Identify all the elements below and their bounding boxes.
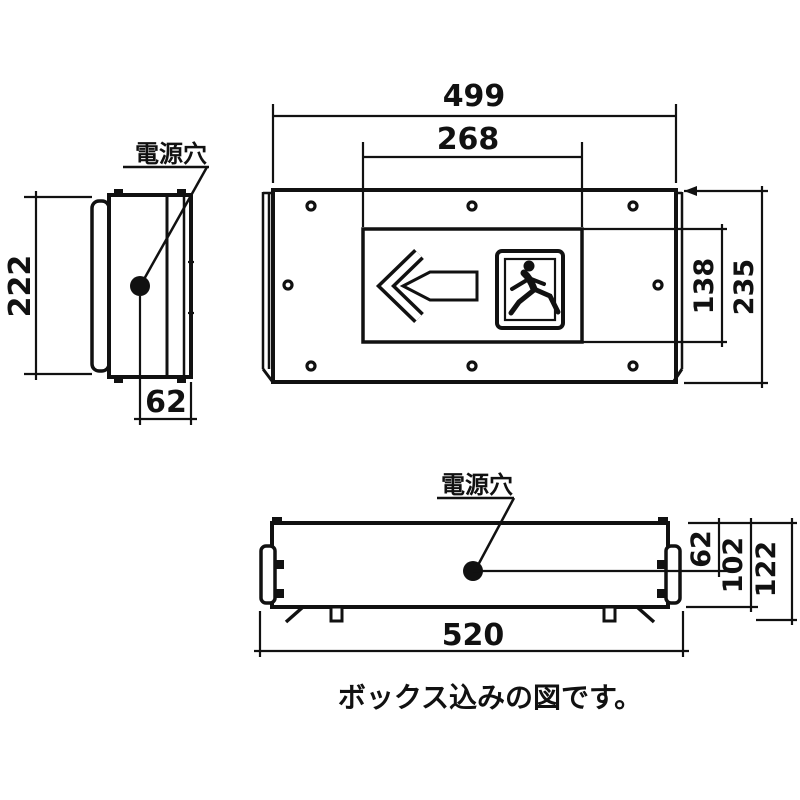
bracket-clip: [657, 589, 665, 598]
bracket-clip: [657, 560, 665, 569]
power-hole-label-side: 電源穴: [135, 140, 207, 168]
dim-268-label: 268: [437, 122, 500, 157]
screw-hole: [627, 360, 639, 372]
mount-tab: [272, 517, 282, 523]
dim-235-label: 235: [729, 259, 760, 315]
dim-62-side-label: 62: [145, 385, 187, 420]
mount-tab: [658, 517, 668, 523]
bracket-clip: [276, 560, 284, 569]
screw-hole: [282, 279, 294, 291]
arrowhead: [684, 186, 697, 196]
mounting-flange-right: [672, 191, 684, 382]
mount-tab: [177, 189, 186, 196]
screw-hole: [466, 360, 478, 372]
mount-tab: [114, 376, 123, 383]
foot-tab: [602, 605, 617, 623]
side-view: 電源穴 222 62: [3, 140, 209, 425]
mount-tab: [114, 189, 123, 196]
caption: ボックス込みの図です。: [338, 681, 642, 714]
dim-520-label: 520: [442, 618, 505, 653]
power-hole-dot-side: [130, 276, 150, 296]
screw-hole: [305, 360, 317, 372]
dim-122-label: 122: [751, 541, 782, 597]
dim-222-label: 222: [3, 255, 38, 318]
bracket-clip: [276, 589, 284, 598]
foot-tab: [329, 605, 344, 623]
foot-brace: [635, 605, 656, 624]
direction-arrow-icon: [375, 248, 479, 324]
screw-hole: [627, 200, 639, 212]
front-view: 499 268 138 235: [261, 79, 768, 388]
dim-499-label: 499: [443, 79, 506, 114]
mounting-bracket-right: [664, 544, 682, 605]
bottom-view: 電源穴 520 62 102 122: [254, 471, 797, 657]
screw-hole: [305, 200, 317, 212]
running-man-icon: [508, 260, 561, 316]
power-hole-label-bottom: 電源穴: [441, 471, 513, 499]
mounting-flange-left: [261, 191, 274, 382]
foot-brace: [284, 605, 305, 624]
power-hole-leader-line: [475, 497, 516, 568]
dim-138-label: 138: [689, 258, 720, 314]
dim-62-bottom-label: 62: [686, 530, 717, 568]
power-hole-leader-line: [141, 166, 209, 282]
screw-hole: [652, 279, 664, 291]
mounting-bracket-left: [259, 544, 277, 605]
mount-tab: [177, 376, 186, 383]
screw-hole: [466, 200, 478, 212]
dim-102-label: 102: [718, 537, 749, 593]
side-panel-edge: [90, 199, 111, 373]
screw-holes: [282, 200, 664, 372]
